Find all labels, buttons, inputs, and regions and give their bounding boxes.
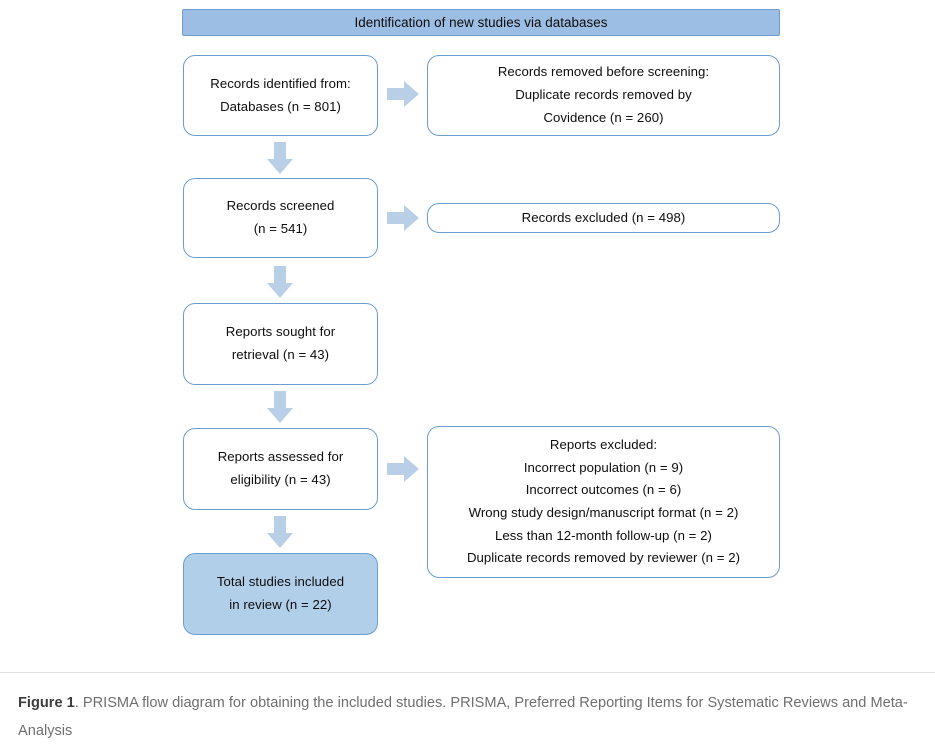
total-included-line-2: in review (n = 22): [229, 597, 332, 612]
reports-assessed-line-2: eligibility (n = 43): [230, 472, 331, 487]
reports-sought-line-1: Reports sought for: [225, 324, 336, 340]
records-removed-line-2: Duplicate records removed by: [515, 87, 692, 103]
arrow-identified-to-removed-icon: [387, 79, 419, 109]
reports-excluded-line-1: Reports excluded:: [549, 436, 658, 452]
reports-assessed-line-1: Reports assessed for: [217, 449, 344, 465]
records-identified-box: Records identified from: Databases (n = …: [183, 55, 378, 136]
prisma-flow-diagram: Identification of new studies via databa…: [182, 9, 780, 635]
arrow-assessed-to-included-icon: [265, 516, 295, 548]
figure-caption-text: Figure 1. PRISMA flow diagram for obtain…: [18, 689, 917, 746]
reports-excluded-line-4: Wrong study design/manuscript format (n …: [468, 505, 739, 520]
total-included-box: Total studies included in review (n = 22…: [183, 553, 378, 635]
arrow-identified-to-screened-icon: [265, 142, 295, 174]
arrow-assessed-to-excluded-icon: [387, 454, 419, 484]
reports-assessed-box: Reports assessed for eligibility (n = 43…: [183, 428, 378, 510]
arrow-screened-to-sought-icon: [265, 266, 295, 298]
records-screened-line-2: (n = 541): [253, 221, 308, 236]
diagram-banner: Identification of new studies via databa…: [182, 9, 780, 36]
records-removed-line-1: Records removed before screening:: [497, 64, 710, 80]
reports-excluded-line-5: Less than 12-month follow-up (n = 2): [495, 527, 712, 543]
diagram-banner-label: Identification of new studies via databa…: [354, 14, 608, 30]
reports-excluded-line-3: Incorrect outcomes (n = 6): [525, 482, 682, 498]
records-screened-box: Records screened (n = 541): [183, 178, 378, 258]
records-excluded-box: Records excluded (n = 498): [427, 203, 780, 233]
records-screened-line-1: Records screened: [226, 198, 335, 214]
records-removed-line-3: Covidence (n = 260): [543, 109, 664, 125]
reports-excluded-line-2: Incorrect population (n = 9): [523, 459, 684, 475]
reports-excluded-box: Reports excluded: Incorrect population (…: [427, 426, 780, 578]
records-identified-line-2: Databases (n = 801): [220, 98, 341, 114]
total-included-line-1: Total studies included: [216, 574, 345, 590]
reports-sought-line-2: retrieval (n = 43): [231, 347, 330, 362]
records-excluded-line-1: Records excluded (n = 498): [521, 209, 686, 225]
arrow-screened-to-excluded-icon: [387, 203, 419, 233]
figure-caption-body: . PRISMA flow diagram for obtaining the …: [18, 695, 908, 740]
figure-caption-label: Figure 1: [18, 695, 75, 711]
records-identified-line-1: Records identified from:: [210, 75, 351, 91]
reports-sought-box: Reports sought for retrieval (n = 43): [183, 303, 378, 385]
figure-caption: Figure 1. PRISMA flow diagram for obtain…: [0, 672, 935, 740]
reports-excluded-line-6: Duplicate records removed by reviewer (n…: [466, 550, 741, 566]
arrow-sought-to-assessed-icon: [265, 391, 295, 423]
records-removed-box: Records removed before screening: Duplic…: [427, 55, 780, 136]
